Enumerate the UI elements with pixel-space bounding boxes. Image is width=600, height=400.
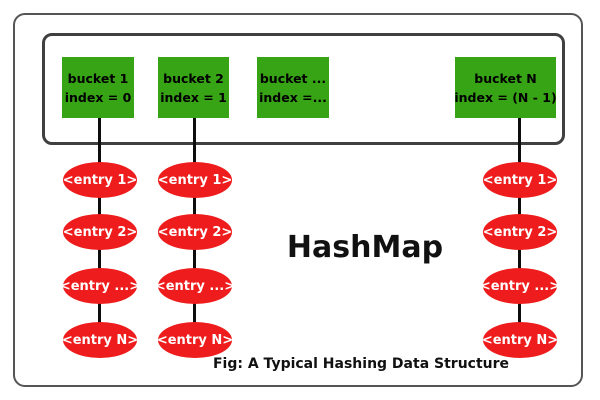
entry-ellipse-col1-ellipsis: <entry ...> <box>59 268 141 304</box>
bucket-ellipsis-index-label: index =... <box>259 89 327 105</box>
entry-ellipse-col1-n: <entry N> <box>61 322 139 358</box>
bucket-1-label: bucket 1 <box>67 70 129 86</box>
entry-ellipse-col2-2: <entry 2> <box>158 214 232 250</box>
entry-ellipse-coln-n: <entry N> <box>481 322 559 358</box>
bucket-array-container <box>42 33 565 145</box>
diagram-outer-border <box>13 13 583 387</box>
entry-ellipse-col2-ellipsis: <entry ...> <box>154 268 236 304</box>
bucket-ellipsis: bucket ... index =... <box>257 57 329 118</box>
bucket-2-index-label: index = 1 <box>160 89 227 105</box>
entry-label: <entry 1> <box>62 172 138 188</box>
entry-label: <entry 1> <box>157 172 233 188</box>
entry-ellipse-col2-n: <entry N> <box>156 322 234 358</box>
bucket-ellipsis-label: bucket ... <box>259 70 327 86</box>
entry-label: <entry N> <box>481 332 559 348</box>
bucket-1: bucket 1 index = 0 <box>62 57 134 118</box>
entry-label: <entry N> <box>156 332 234 348</box>
entry-ellipse-coln-ellipsis: <entry ...> <box>479 268 561 304</box>
entry-label: <entry 2> <box>62 224 138 240</box>
entry-label: <entry ...> <box>154 278 236 294</box>
entry-ellipse-coln-1: <entry 1> <box>483 162 557 198</box>
entry-label: <entry 2> <box>157 224 233 240</box>
diagram-caption: Fig: A Typical Hashing Data Structure <box>212 356 510 372</box>
entry-ellipse-col1-1: <entry 1> <box>63 162 137 198</box>
entry-ellipse-col2-1: <entry 1> <box>158 162 232 198</box>
diagram-title: HashMap <box>286 230 444 265</box>
entry-label: <entry ...> <box>479 278 561 294</box>
bucket-n-index-label: index = (N - 1) <box>454 89 557 105</box>
entry-ellipse-col1-2: <entry 2> <box>63 214 137 250</box>
bucket-2: bucket 2 index = 1 <box>158 57 229 118</box>
entry-label: <entry N> <box>61 332 139 348</box>
entry-label: <entry 2> <box>482 224 558 240</box>
entry-label: <entry ...> <box>59 278 141 294</box>
bucket-n-label: bucket N <box>474 70 537 86</box>
bucket-2-label: bucket 2 <box>163 70 224 86</box>
bucket-1-index-label: index = 0 <box>64 89 132 105</box>
entry-ellipse-coln-2: <entry 2> <box>483 214 557 250</box>
entry-label: <entry 1> <box>482 172 558 188</box>
bucket-n: bucket N index = (N - 1) <box>454 57 557 118</box>
